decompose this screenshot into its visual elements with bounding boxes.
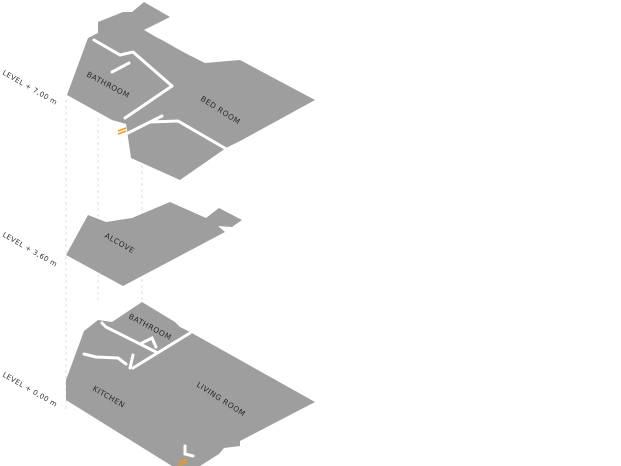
ground-wall-bath-inner: [140, 335, 158, 349]
ground-wall-kitchen-stub: [128, 353, 135, 370]
upper-wall-corridor: [126, 119, 230, 152]
ground-stair-marker: [178, 458, 188, 466]
upper-floor-slab: [67, 2, 315, 180]
level-upper-floor: BATHROOM BED ROOM LEVEL + 7,00 m: [1, 2, 315, 180]
ground-wall-bath-left: [100, 321, 158, 354]
ground-wall-bath-right: [131, 331, 192, 370]
level-label-middle: LEVEL + 3,60 m: [1, 231, 59, 269]
level-label-ground: LEVEL + 0,00 m: [1, 371, 59, 409]
middle-floor-slab: [66, 202, 242, 286]
level-label-upper: LEVEL + 7,00 m: [1, 69, 59, 107]
upper-wall-bath-inner: [110, 61, 131, 74]
level-middle-floor: ALCOVE LEVEL + 3,60 m: [1, 202, 242, 286]
ground-wall-entry: [183, 444, 195, 458]
upper-wall-bath-right: [123, 84, 174, 120]
level-ground-floor: BATHROOM KITCHEN LIVING ROOM LEVEL + 0,0…: [1, 302, 315, 466]
upper-wall-door: [148, 114, 164, 124]
upper-wall-bath-top: [92, 38, 174, 88]
upper-stair-marker: [117, 127, 127, 135]
ground-wall-kitchen: [82, 352, 128, 366]
ground-floor-slab: [66, 302, 315, 466]
